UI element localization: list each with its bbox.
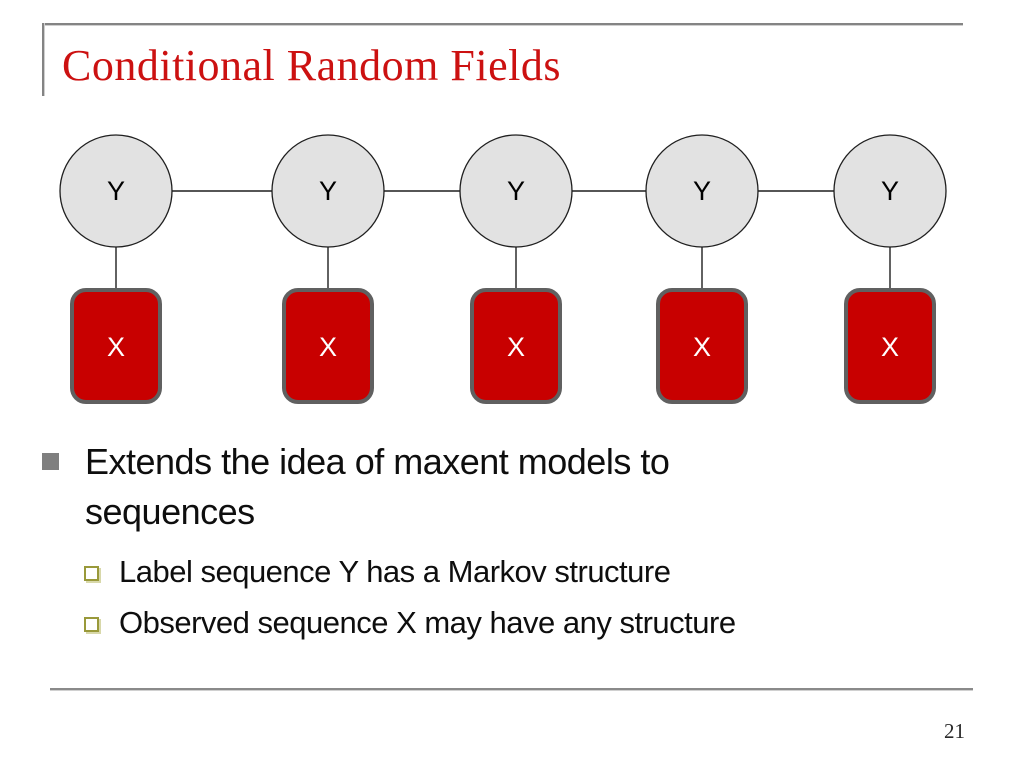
- crf-chain-diagram: Y X Y X Y X Y X Y X: [59, 134, 947, 404]
- sub-bullet-item: Observed sequence X may have any structu…: [84, 602, 970, 644]
- bullet-text: Observed sequence X may have any structu…: [119, 605, 736, 640]
- x-node-label: X: [319, 332, 337, 362]
- x-node-box: [70, 288, 162, 404]
- bullet-text: Extends the idea of maxent models to seq…: [85, 441, 670, 532]
- sub-bullet-square-icon: [84, 566, 99, 581]
- y-node-label: Y: [693, 176, 711, 206]
- y-node-label: Y: [507, 176, 525, 206]
- y-node-circle: [645, 134, 759, 248]
- y-node-circle: [459, 134, 573, 248]
- y-node-circle: [271, 134, 385, 248]
- x-node-label: X: [693, 332, 711, 362]
- x-node-box: [844, 288, 936, 404]
- x-node-label: X: [507, 332, 525, 362]
- bullet-list: Extends the idea of maxent models to seq…: [40, 437, 970, 644]
- x-node-box: [282, 288, 374, 404]
- x-node-box: [470, 288, 562, 404]
- y-node-label: Y: [881, 176, 899, 206]
- x-node-label: X: [881, 332, 899, 362]
- sub-bullet-square-icon: [84, 617, 99, 632]
- bullet-item: Extends the idea of maxent models to seq…: [40, 437, 970, 537]
- y-node-circle: [833, 134, 947, 248]
- y-node-label: Y: [107, 176, 125, 206]
- title-rule-top: [42, 23, 963, 25]
- footer-rule: [50, 688, 973, 690]
- sub-bullet-item: Label sequence Y has a Markov structure: [84, 551, 970, 593]
- slide-title: Conditional Random Fields: [62, 41, 561, 90]
- title-rule-left: [42, 23, 44, 96]
- bullet-square-icon: [42, 453, 59, 470]
- y-node-circle: [59, 134, 173, 248]
- y-node-label: Y: [319, 176, 337, 206]
- bullet-text: Label sequence Y has a Markov structure: [119, 554, 671, 589]
- x-node-box: [656, 288, 748, 404]
- page-number: 21: [944, 719, 965, 743]
- x-node-label: X: [107, 332, 125, 362]
